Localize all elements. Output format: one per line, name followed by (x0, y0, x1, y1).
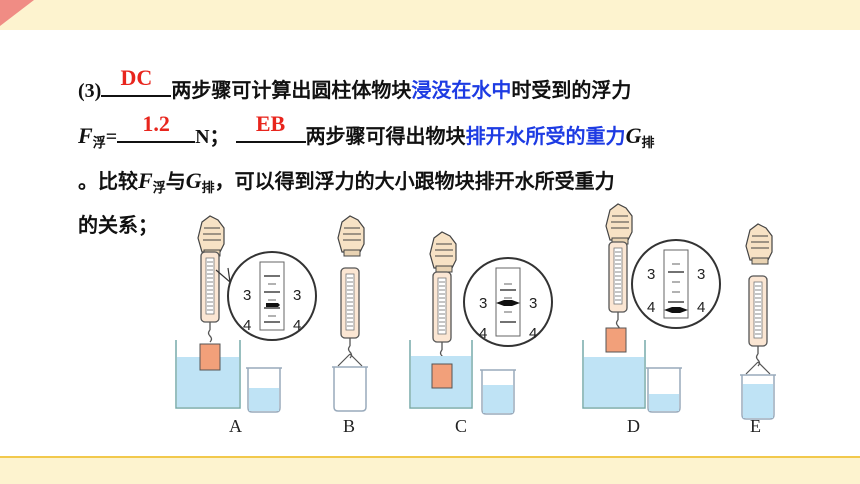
highlight-displaced-weight: 排开水所受的重力 (465, 124, 626, 148)
top-banner (0, 0, 860, 30)
scale-d-4r: 4 (697, 299, 705, 316)
scale-a-4: 4 (243, 317, 251, 334)
sub-pai-2: 排 (201, 181, 215, 196)
answer-blank-steps: DC (101, 65, 172, 97)
label-e: E (750, 416, 761, 436)
answer-steps: DC (120, 65, 153, 90)
answer-blank-steps2: EB (235, 111, 306, 143)
label-b: B (343, 416, 355, 436)
question-line-3: 。比较F浮与G排，可以得到浮力的大小跟物块排开水所受重力 (78, 158, 798, 203)
scale-a-3: 3 (243, 287, 251, 304)
question-number: (3) (78, 80, 102, 102)
figure-d: 3 3 4 4 D (582, 203, 721, 436)
scale-d-4: 4 (647, 299, 655, 316)
figure-b: B (331, 215, 369, 436)
label-c: C (455, 416, 467, 436)
line1-text: 两步骤可计算出圆柱体物块 (171, 78, 412, 102)
line2-text: 两步骤可得出物块 (305, 124, 466, 148)
scale-d-3: 3 (647, 266, 655, 283)
answer-steps2: EB (255, 111, 286, 136)
figure-e: E (739, 223, 777, 436)
line3-tail: ，可以得到浮力的大小跟物块排开水所受重力 (214, 169, 615, 193)
answer-blank-value: 1.2 (117, 111, 196, 143)
scale-d-3r: 3 (697, 266, 705, 283)
scale-c-3r: 3 (529, 295, 537, 312)
figure-c: 3 3 4 4 C (409, 231, 553, 436)
var-g: G (625, 123, 642, 148)
var-f: F (78, 123, 93, 148)
question-line-4: 的关系； (78, 213, 158, 237)
bottom-banner (0, 458, 860, 484)
question-line-1: (3) DC 两步骤可计算出圆柱体物块浸没在水中时受到的浮力 (78, 65, 798, 113)
corner-decoration (0, 0, 34, 26)
scale-a-4r: 4 (293, 317, 301, 334)
answer-value: 1.2 (142, 111, 170, 136)
label-d: D (627, 416, 640, 436)
line3-lead: 。比较 (78, 169, 138, 193)
var-g-2: G (185, 168, 202, 193)
var-f-2: F (138, 168, 153, 193)
figure-a: 3 3 4 4 A (175, 215, 317, 436)
sub-pai: 排 (641, 136, 655, 151)
scale-c-3: 3 (479, 295, 487, 312)
equals-sign: = (105, 126, 118, 148)
sub-fu-2: 浮 (152, 181, 166, 196)
label-a: A (229, 416, 242, 436)
scale-c-4: 4 (479, 325, 487, 342)
line3-and: 与 (165, 169, 186, 193)
scale-c-4r: 4 (529, 325, 537, 342)
scale-a-3r: 3 (293, 287, 301, 304)
line1-tail: 时受到的浮力 (511, 78, 632, 102)
sub-fu: 浮 (92, 136, 106, 151)
highlight-submerged: 浸没在水中 (411, 78, 512, 102)
unit: N； (195, 126, 230, 148)
